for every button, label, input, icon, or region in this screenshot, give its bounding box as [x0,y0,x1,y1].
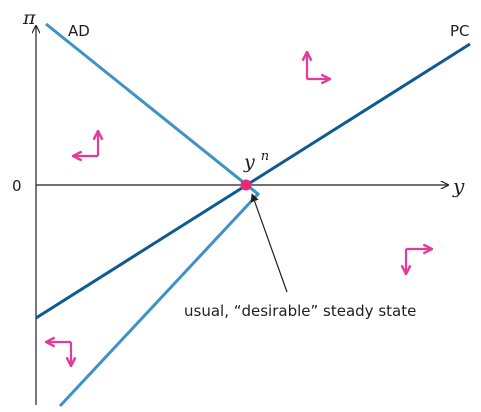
ad-label: AD [68,22,90,40]
phase-arrow-bottom-right-icon [406,249,431,273]
pointer-arrow-icon [250,193,288,293]
pc-line [35,42,471,320]
pc-label: PC [450,22,470,40]
yn-label-base: y [243,151,255,173]
yn-label-sup: n [261,149,269,164]
steady-state-annotation: usual, “desirable” steady state [184,302,416,320]
origin-zero-label: 0 [12,177,22,195]
y-axis-label: y [452,174,465,198]
yn-label: y n [243,149,269,173]
phase-arrow-left-icon [74,132,98,156]
pi-axis-label: π [22,7,36,29]
phase-arrow-top-right-icon [307,53,329,79]
phase-arrow-bottom-left-icon [47,342,71,365]
steady-state-dot-icon [240,179,252,191]
ad-curve [45,22,261,408]
